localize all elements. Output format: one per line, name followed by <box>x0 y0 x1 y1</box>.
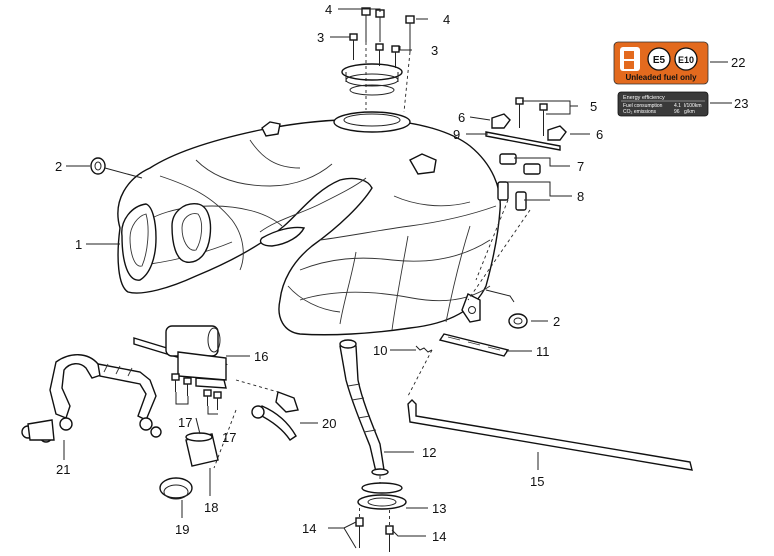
e5-badge-text: E5 <box>653 55 666 66</box>
fuel-filter-part-18 <box>185 409 237 469</box>
callout-7: 7 <box>577 159 584 174</box>
fuel-pump-part-16 <box>133 325 228 389</box>
grommet-part-2-right <box>508 313 528 329</box>
callout-19: 19 <box>175 522 189 537</box>
fuel-sticker-caption: Unleaded fuel only <box>625 73 697 82</box>
hose-assembly-part-21 <box>21 354 162 443</box>
bolt-part-4a <box>361 7 371 42</box>
callout-9: 9 <box>453 127 460 142</box>
e10-badge-text: E10 <box>678 55 694 65</box>
callout-22: 22 <box>731 55 745 70</box>
bushing-part-7 <box>499 153 541 175</box>
callout-14-left: 14 <box>302 521 316 536</box>
clamp-part-19 <box>159 477 193 500</box>
callout-6-right: 6 <box>596 127 603 142</box>
energy-label-part-23: Energy efficiency Fuel consumption 4.1 l… <box>617 91 709 117</box>
callout-5: 5 <box>590 99 597 114</box>
callout-20: 20 <box>322 416 336 431</box>
energy-row2-label: CO₂ emissions <box>623 109 657 115</box>
energy-row1-label: Fuel consumption <box>623 103 663 109</box>
callout-12: 12 <box>422 445 436 460</box>
bolt-part-3c <box>391 45 400 68</box>
energy-row1-unit: l/100km <box>684 103 702 109</box>
bolt-part-4b <box>375 9 385 42</box>
filler-cap-plate <box>341 63 403 96</box>
e5-badge <box>647 47 671 71</box>
clip-part-10 <box>415 345 433 353</box>
energy-row2-value: 96 <box>674 109 680 115</box>
energy-label-title: Energy efficiency <box>623 95 665 101</box>
callout-11: 11 <box>536 344 550 359</box>
callout-21: 21 <box>56 462 70 477</box>
drain-tube-part-15 <box>407 399 693 471</box>
callout-15: 15 <box>530 474 544 489</box>
grommet-part-2-left <box>90 157 106 175</box>
e10-badge <box>674 47 698 71</box>
callout-3-right: 3 <box>431 43 438 58</box>
callout-14-right: 14 <box>432 529 446 544</box>
bolt-part-4c <box>405 15 415 52</box>
callout-3-left: 3 <box>317 30 324 45</box>
callout-8: 8 <box>577 189 584 204</box>
bolt-part-17 <box>171 373 222 410</box>
callout-4-left: 4 <box>325 2 332 17</box>
energy-row2-unit: g/km <box>684 109 695 115</box>
energy-row1-value: 4.1 <box>674 103 681 109</box>
bolt-part-5 <box>515 97 548 136</box>
callout-17-left: 17 <box>178 415 192 430</box>
leader-lines <box>63 8 732 549</box>
callout-6-left: 6 <box>458 110 465 125</box>
callout-13: 13 <box>432 501 446 516</box>
fuel-tank <box>117 111 515 336</box>
callout-17-right: 17 <box>222 430 236 445</box>
cap-bolts <box>349 7 415 113</box>
plate-part-9 <box>485 131 561 151</box>
callout-2-right: 2 <box>553 314 560 329</box>
spacer-part-8 <box>497 181 527 211</box>
fuel-line-part-20 <box>235 379 299 441</box>
bolt-part-3b <box>375 43 384 66</box>
callout-2-left: 2 <box>55 159 62 174</box>
fuel-sticker-part-22: E5 E10 Unleaded fuel only <box>613 41 709 85</box>
callout-numbers: 1 2 2 3 3 4 4 5 6 6 7 8 9 10 11 12 13 14… <box>55 2 748 544</box>
nut-part-6 <box>491 113 567 141</box>
protector-strip-part-11 <box>438 333 510 357</box>
hose-part-12 <box>339 339 389 488</box>
callout-18: 18 <box>204 500 218 515</box>
gasket-part-13 <box>357 482 407 510</box>
energy-label-background <box>617 91 709 117</box>
callout-16: 16 <box>254 349 268 364</box>
callout-23: 23 <box>734 96 748 111</box>
callout-1: 1 <box>75 237 82 252</box>
callout-4-right: 4 <box>443 12 450 27</box>
bolt-part-3a <box>349 33 358 60</box>
screw-part-14 <box>355 508 394 552</box>
callout-10: 10 <box>373 343 387 358</box>
